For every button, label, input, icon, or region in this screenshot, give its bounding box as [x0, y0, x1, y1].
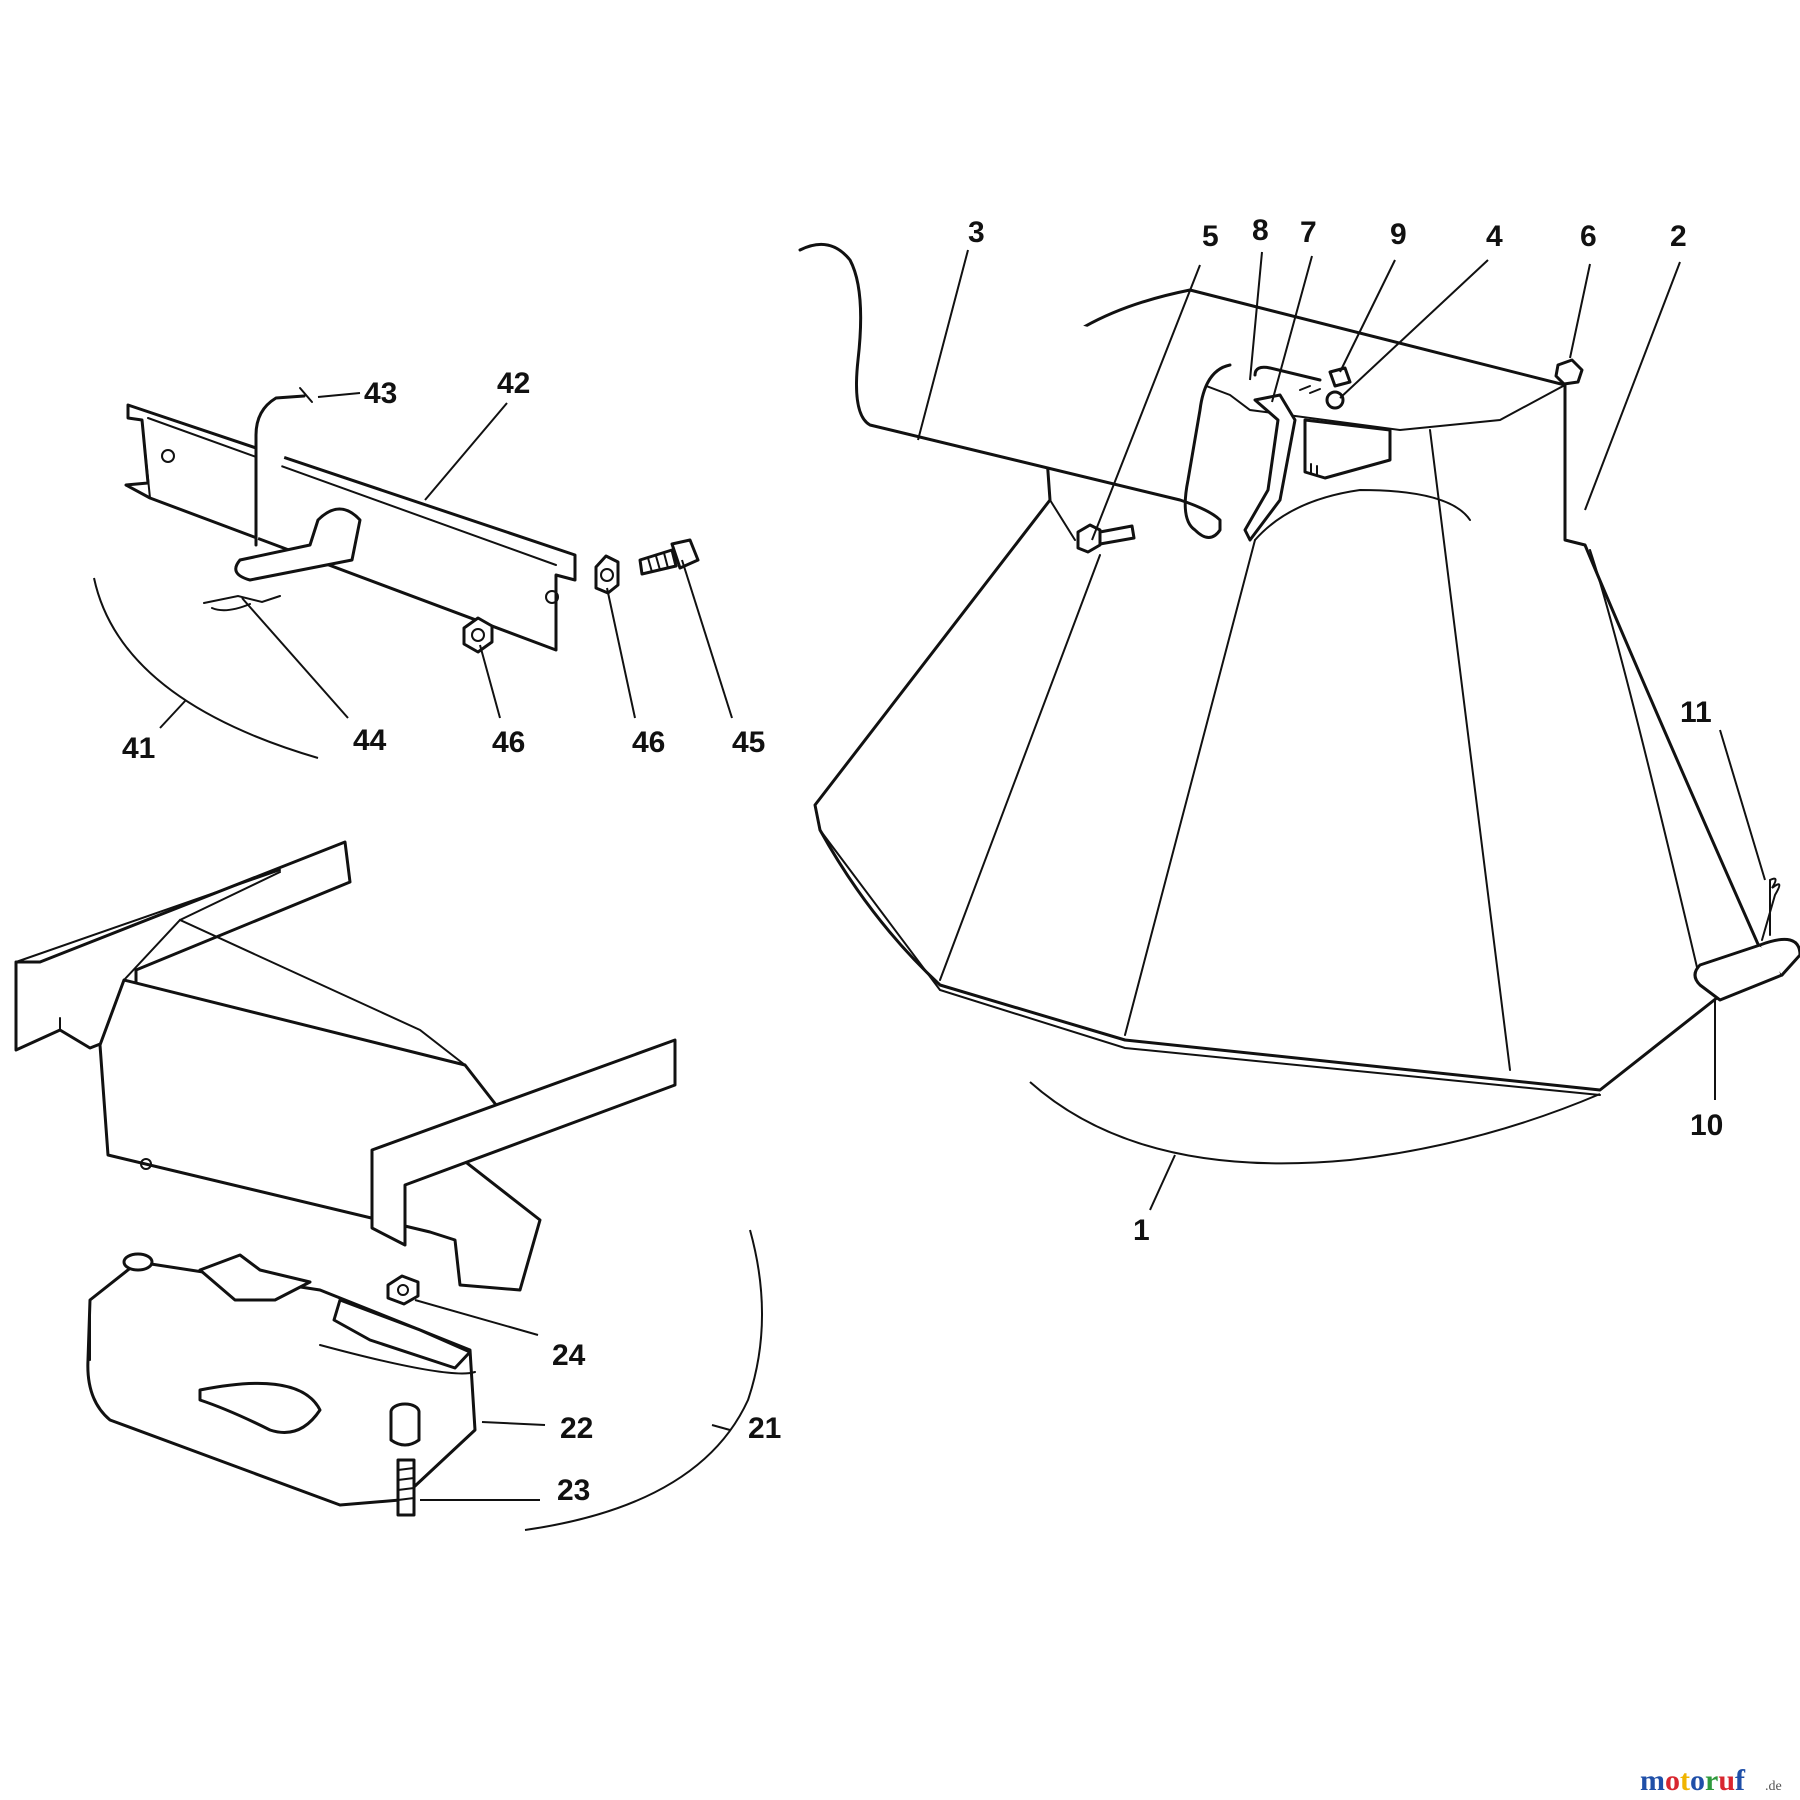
callout-6: 6 [1580, 220, 1597, 253]
callout-46-left: 46 [492, 726, 525, 759]
callout-44: 44 [353, 724, 387, 757]
clip-11 [1761, 877, 1781, 941]
callout-45: 45 [732, 726, 765, 759]
callout-7: 7 [1300, 216, 1317, 249]
hitch-bracket [234, 507, 362, 582]
weight-assembly [14, 840, 677, 1517]
callout-1: 1 [1133, 1214, 1150, 1247]
chute-assembly [798, 242, 1800, 1096]
callout-22: 22 [560, 1412, 593, 1445]
hitch-pin-43 [254, 394, 306, 547]
callout-labels: 43 42 41 44 46 46 45 3 5 8 7 9 4 6 2 11 … [122, 214, 1723, 1507]
watermark-logo: motoruf [1640, 1764, 1746, 1797]
callout-46-right: 46 [632, 726, 665, 759]
callout-23: 23 [557, 1474, 590, 1507]
group-arc-41 [93, 577, 319, 759]
frame-body [98, 978, 542, 1292]
callout-11: 11 [1680, 696, 1712, 729]
bolt-45 [638, 538, 700, 576]
hitch-bar-assembly [124, 387, 700, 654]
callout-10: 10 [1690, 1109, 1723, 1142]
nut-24 [386, 1274, 420, 1306]
nut-6 [1554, 358, 1584, 386]
callout-2: 2 [1670, 220, 1687, 253]
lever-rod-3 [798, 242, 1232, 539]
callout-41: 41 [122, 732, 155, 765]
callout-24: 24 [552, 1339, 586, 1372]
callout-4: 4 [1486, 220, 1503, 253]
nut-46a [462, 616, 494, 654]
group-arc-21 [524, 1229, 763, 1531]
chute-body [813, 288, 1767, 1092]
bracket-7 [1243, 393, 1297, 542]
nut-46b [594, 554, 620, 595]
callout-43: 43 [364, 377, 397, 410]
callout-3: 3 [968, 216, 985, 249]
pin-9 [1328, 366, 1352, 388]
callout-9: 9 [1390, 218, 1407, 251]
callout-42: 42 [497, 367, 530, 400]
spring-8 [1253, 365, 1322, 382]
bolt-23 [389, 1402, 421, 1517]
callout-8: 8 [1252, 214, 1269, 247]
motoruf-watermark: motoruf .de [1640, 1764, 1782, 1797]
leader-lines [159, 249, 1766, 1501]
weight-block-22 [86, 1260, 477, 1507]
watermark-suffix: .de [1765, 1779, 1782, 1794]
hairpin-44 [203, 594, 281, 612]
callout-5: 5 [1202, 220, 1219, 253]
group-arc-1 [1029, 1081, 1601, 1165]
callout-21: 21 [748, 1412, 781, 1445]
clip-right [1303, 418, 1392, 480]
washer-4 [1325, 390, 1345, 410]
